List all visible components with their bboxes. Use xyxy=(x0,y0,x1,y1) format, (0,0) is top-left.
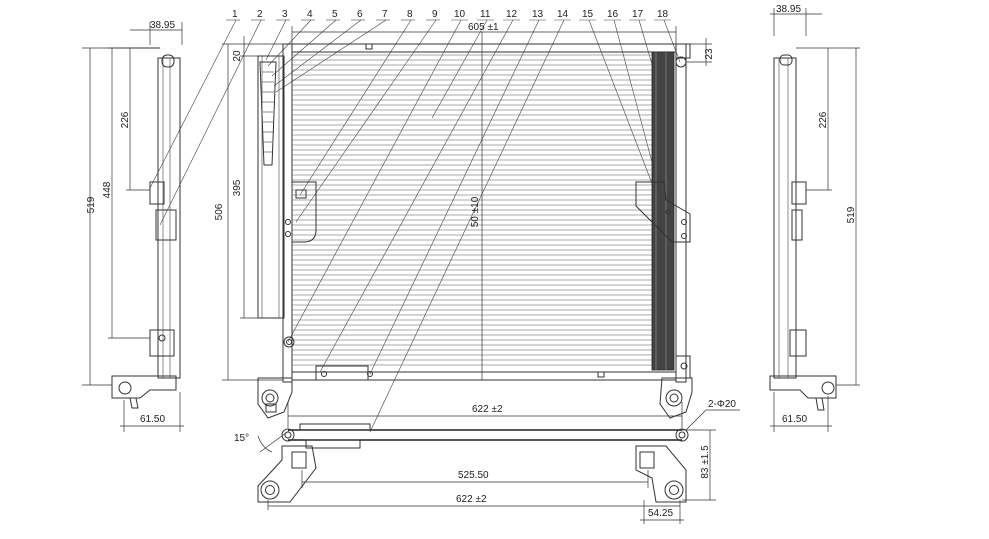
callout-11: 11 xyxy=(480,9,491,20)
callout-6: 6 xyxy=(357,9,363,20)
callout-12: 12 xyxy=(506,9,518,20)
left-top-width: 38.95 xyxy=(150,20,175,31)
callout-leader-lines xyxy=(149,19,681,433)
right-total-height: 519 xyxy=(846,206,857,223)
left-bottom-width: 61.50 xyxy=(140,414,165,425)
front-view: 605 ±1 50 ±10 506 395 20 23 xyxy=(214,22,715,419)
callout-16: 16 xyxy=(607,9,619,20)
bottom-height-83: 83 ±1.5 xyxy=(700,445,711,479)
left-small-height: 226 xyxy=(120,111,131,128)
receiver-drier xyxy=(651,51,675,371)
callout-14: 14 xyxy=(557,9,569,20)
bottom-angle: 15° xyxy=(234,433,249,444)
callout-9: 9 xyxy=(432,9,438,20)
callout-1: 1 xyxy=(232,9,238,20)
callout-10: 10 xyxy=(454,9,466,20)
callout-17: 17 xyxy=(632,9,644,20)
front-top-20: 20 xyxy=(232,50,243,62)
front-height-506: 506 xyxy=(214,203,225,220)
bottom-inner-width: 525.50 xyxy=(458,470,489,481)
left-mid-height: 448 xyxy=(102,181,113,198)
radiator-core-fins xyxy=(292,54,652,366)
callout-5: 5 xyxy=(332,9,338,20)
callout-7: 7 xyxy=(382,9,388,20)
callout-numbers: 1 2 3 4 5 6 7 8 9 10 11 12 13 14 15 16 1… xyxy=(232,9,669,20)
callout-4: 4 xyxy=(307,9,313,20)
front-core-label: 50 ±10 xyxy=(470,196,481,227)
bottom-width-622-top: 622 ±2 xyxy=(472,404,503,415)
front-right-23: 23 xyxy=(704,48,715,60)
right-bottom-width: 61.50 xyxy=(782,414,807,425)
callout-3: 3 xyxy=(282,9,288,20)
callout-2: 2 xyxy=(257,9,263,20)
right-side-view: 38.95 226 519 61.50 xyxy=(769,4,860,432)
callout-15: 15 xyxy=(582,9,594,20)
bottom-hole-label: 2-Φ20 xyxy=(708,399,736,410)
front-width-605: 605 ±1 xyxy=(468,22,499,33)
callout-13: 13 xyxy=(532,9,544,20)
bottom-view: 622 ±2 2-Φ20 15° 83 ±1.5 525.50 622 ±2 5… xyxy=(234,399,740,524)
front-height-395: 395 xyxy=(232,179,243,196)
right-top-width: 38.95 xyxy=(776,4,801,15)
left-total-height: 519 xyxy=(86,196,97,213)
callout-8: 8 xyxy=(407,9,413,20)
right-small-height: 226 xyxy=(818,111,829,128)
callout-18: 18 xyxy=(657,9,669,20)
bottom-offset: 54.25 xyxy=(648,508,673,519)
bottom-width-622-bottom: 622 ±2 xyxy=(456,494,487,505)
left-side-view: 38.95 519 448 226 61.50 xyxy=(82,20,184,432)
